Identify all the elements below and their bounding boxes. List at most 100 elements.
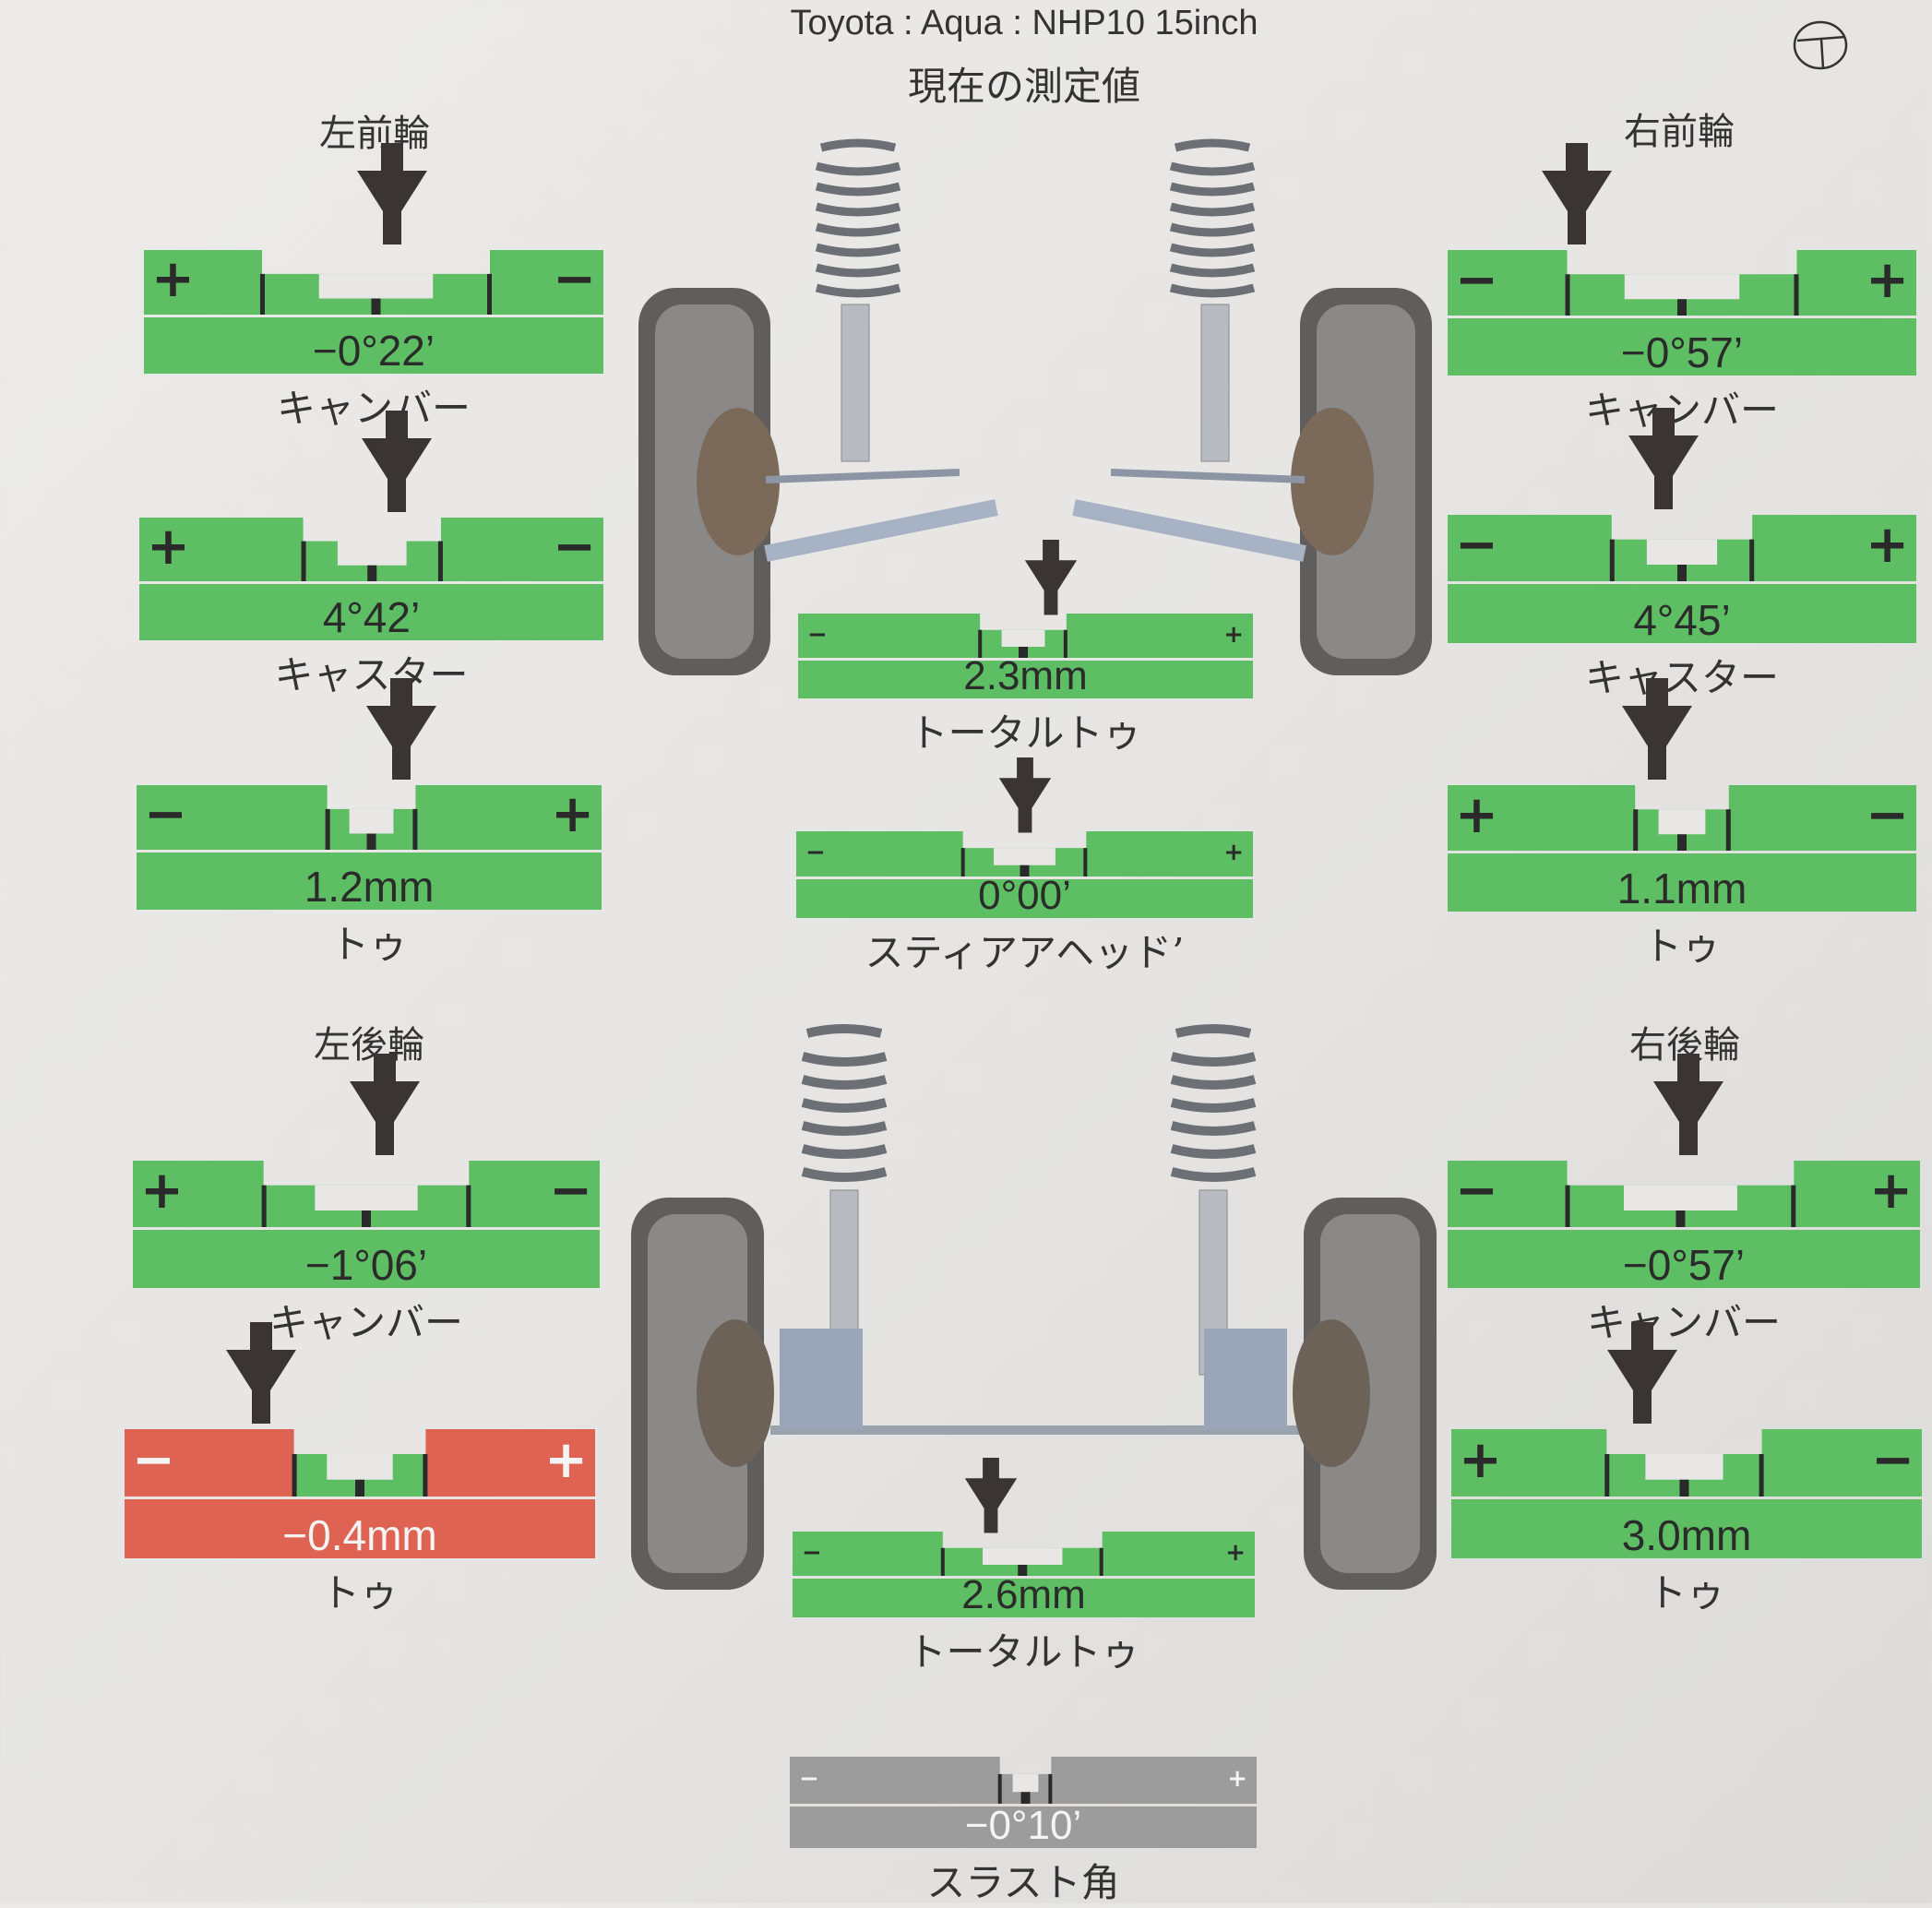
front-suspension-illustration	[638, 138, 1432, 675]
sign-left: −	[132, 1429, 175, 1490]
tolerance-center	[315, 1185, 418, 1210]
gauge-value: 3.0mm	[1621, 1511, 1752, 1559]
gauge-value: −1°06’	[304, 1241, 428, 1289]
gauge-value: −0°57’	[1622, 1241, 1746, 1289]
center-tick	[362, 1210, 371, 1227]
gauge-value: −0°57’	[1620, 328, 1744, 376]
tolerance-tick-left	[1565, 1185, 1570, 1227]
scale-right-block	[489, 250, 603, 315]
tolerance-tick-left	[292, 1454, 297, 1497]
sign-right: +	[1866, 515, 1909, 576]
sign-right: +	[1866, 249, 1909, 310]
scale-right-block	[1102, 1532, 1255, 1576]
scale-right-block	[1728, 785, 1916, 851]
tolerance-tick-left	[997, 1773, 1002, 1804]
left-rear-tire-icon	[631, 1198, 774, 1590]
center-tick	[1020, 1792, 1031, 1804]
sign-left: −	[1455, 1161, 1498, 1222]
pointer-arrow-icon	[954, 1458, 1028, 1537]
gauge-label: トータルトゥ	[907, 1629, 1140, 1675]
gauge-scale	[798, 614, 1253, 698]
tolerance-center	[327, 1454, 393, 1480]
sign-left: −	[1455, 515, 1498, 576]
tolerance-center	[994, 848, 1055, 865]
gauge-value: 0°00’	[978, 873, 1071, 918]
center-tick	[1019, 647, 1029, 658]
scale-right-block	[1761, 1429, 1922, 1497]
right-rear-strut-icon	[1170, 1024, 1287, 1430]
sign-right: −	[549, 1161, 592, 1222]
right-rear-tire-icon	[1293, 1198, 1437, 1590]
gauge-label: トータルトゥ	[909, 710, 1142, 756]
scale-right-block	[1086, 831, 1253, 876]
right-rear-toe-gauge: + − 3.0mm トゥ	[1451, 1322, 1922, 1616]
gauge-label: スティアアヘッド’	[865, 930, 1185, 975]
pointer-arrow-icon	[988, 757, 1062, 837]
tolerance-center	[318, 273, 434, 299]
left-rear-camber-gauge: +−−1°06’キャンバー	[133, 1054, 600, 1345]
tolerance-tick-left	[940, 1547, 945, 1576]
center-tick	[366, 833, 376, 850]
sign-right: +	[1223, 620, 1244, 649]
sign-right: +	[551, 784, 594, 845]
pointer-arrow-icon	[1652, 1054, 1725, 1161]
tolerance-tick-right	[1759, 1454, 1764, 1497]
scale-left-block	[793, 1532, 943, 1576]
tolerance-tick-left	[259, 273, 265, 315]
tolerance-tick-right	[1725, 809, 1731, 851]
tolerance-center	[1646, 539, 1718, 565]
gauge-label: キャンバー	[276, 386, 471, 431]
right-front-tire-icon	[1291, 288, 1432, 675]
gauge-label: キャスター	[1584, 655, 1779, 700]
sign-left: −	[799, 1765, 819, 1794]
scale-left-block	[798, 614, 981, 658]
gauge-value: −0°22’	[312, 327, 435, 375]
pointer-arrow-icon	[348, 1054, 422, 1161]
scale-left-block	[790, 1757, 1000, 1804]
gauge-scale	[133, 1161, 600, 1288]
scale-left-block	[125, 1429, 294, 1497]
pointer-arrow-icon	[1605, 1322, 1679, 1429]
gauge-scale	[1451, 1429, 1922, 1558]
value-band	[798, 661, 1253, 698]
handwritten-mark-icon	[1793, 20, 1848, 70]
gauge-label: トゥ	[1647, 1570, 1725, 1616]
value-band	[1451, 1499, 1922, 1558]
left-front-camber-gauge: +−−0°22’キャンバー	[144, 143, 603, 431]
gauge-scale	[1448, 1161, 1920, 1288]
center-tick	[1020, 865, 1030, 876]
gauge-value: 4°42’	[322, 593, 421, 641]
tolerance-tick-left	[301, 541, 306, 581]
sign-left: −	[1455, 249, 1498, 310]
value-band	[1448, 1230, 1920, 1288]
right-front-caster-gauge: −+4°45’キャスター	[1448, 408, 1916, 700]
sign-right: −	[1871, 1429, 1914, 1490]
tolerance-center	[1624, 274, 1740, 300]
right-front-strut-icon	[1072, 138, 1306, 562]
tolerance-tick-right	[1794, 274, 1799, 316]
thrust-angle-gauge: −+−0°10’スラスト角	[790, 1757, 1257, 1905]
scale-right-block	[1066, 614, 1253, 658]
value-band	[793, 1579, 1255, 1617]
tolerance-tick-right	[1791, 1185, 1796, 1227]
value-band	[139, 584, 603, 640]
sign-right: +	[1225, 1538, 1246, 1567]
gauge-label: トゥ	[320, 1570, 399, 1616]
vehicle-title: Toyota : Aqua : NHP10 15inch	[790, 4, 1258, 42]
pointer-arrow-icon	[224, 1322, 298, 1429]
tolerance-tick-left	[1633, 809, 1639, 851]
tolerance-tick-left	[978, 629, 983, 658]
center-tick	[371, 298, 381, 315]
sign-left: +	[1459, 1429, 1502, 1490]
gauge-scale	[144, 250, 603, 374]
scale-right-block	[425, 1429, 595, 1497]
gauge-scale	[1448, 250, 1916, 376]
tolerance-tick-right	[1063, 629, 1067, 658]
scale-left-block	[139, 518, 304, 581]
scale-left-block	[796, 831, 963, 876]
gauge-scale	[137, 785, 602, 910]
gauge-label: トゥ	[329, 922, 408, 967]
tolerance-tick-right	[1749, 539, 1755, 581]
